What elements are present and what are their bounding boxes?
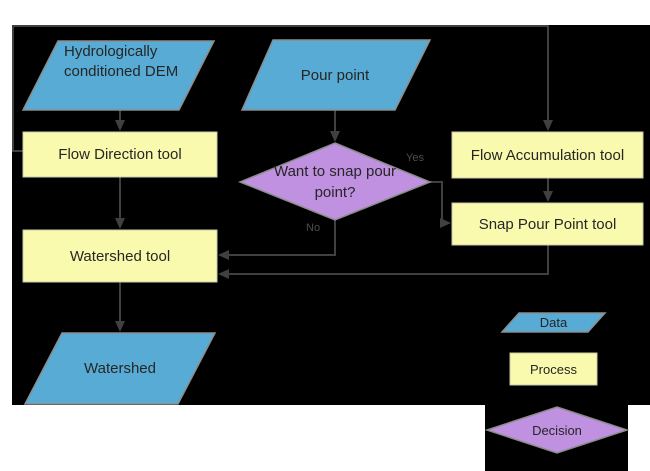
arrowhead-down-icon (115, 218, 125, 229)
watershed-tool-node-label: Watershed tool (69, 247, 171, 265)
flow-direction-node-shape (22, 131, 218, 178)
arrowhead-left-icon (218, 250, 229, 260)
watershed-node-label: Watershed (84, 360, 156, 377)
watershed-node-shape (23, 332, 217, 405)
arrowhead-down-icon (543, 191, 553, 202)
edge-flow-direction-to-flow-accumulation (12, 25, 549, 152)
pour-point-node-shape (240, 39, 432, 111)
arrowhead-down-icon (115, 321, 125, 332)
arrowhead-down-icon (543, 120, 553, 131)
decision-node-label: Want to snap pour point? (273, 163, 396, 201)
watershed-tool-node-shape (22, 229, 218, 283)
edge-decision-no-to-watershed-tool (229, 220, 336, 256)
decision-node-shape (238, 142, 432, 221)
flow-direction-node-label: Flow Direction tool (58, 146, 182, 163)
legend-decision-shape (484, 406, 630, 454)
edge-decision-yes-to-snap-pour-point (430, 181, 443, 224)
snap-pour-point-node-shape (451, 202, 644, 246)
flow-accumulation-node-label: Flow Accumulation tool (470, 146, 625, 164)
dem-node-shape (21, 40, 216, 111)
arrowhead-left-icon (218, 269, 229, 279)
arrowhead-right-icon (440, 218, 451, 228)
legend-data-shape (500, 312, 607, 333)
yes-branch-label: Yes (406, 152, 424, 164)
pour-point-node-label: Pour point (300, 66, 370, 84)
legend-process-shape (509, 352, 598, 386)
legend-process-label: Process (530, 361, 577, 377)
dem-node-label: Hydrologically conditioned DEM (64, 43, 179, 80)
arrowhead-down-icon (330, 131, 340, 142)
legend-data-label: Data (539, 315, 568, 330)
arrowhead-down-icon (115, 120, 125, 131)
edge-snap-pour-point-to-watershed-tool (229, 245, 549, 275)
legend-decision-label: Decision (532, 422, 582, 438)
snap-pour-point-node-label: Snap Pour Point tool (478, 215, 617, 233)
flow-accumulation-node-shape (451, 131, 644, 179)
no-branch-label: No (306, 222, 321, 234)
